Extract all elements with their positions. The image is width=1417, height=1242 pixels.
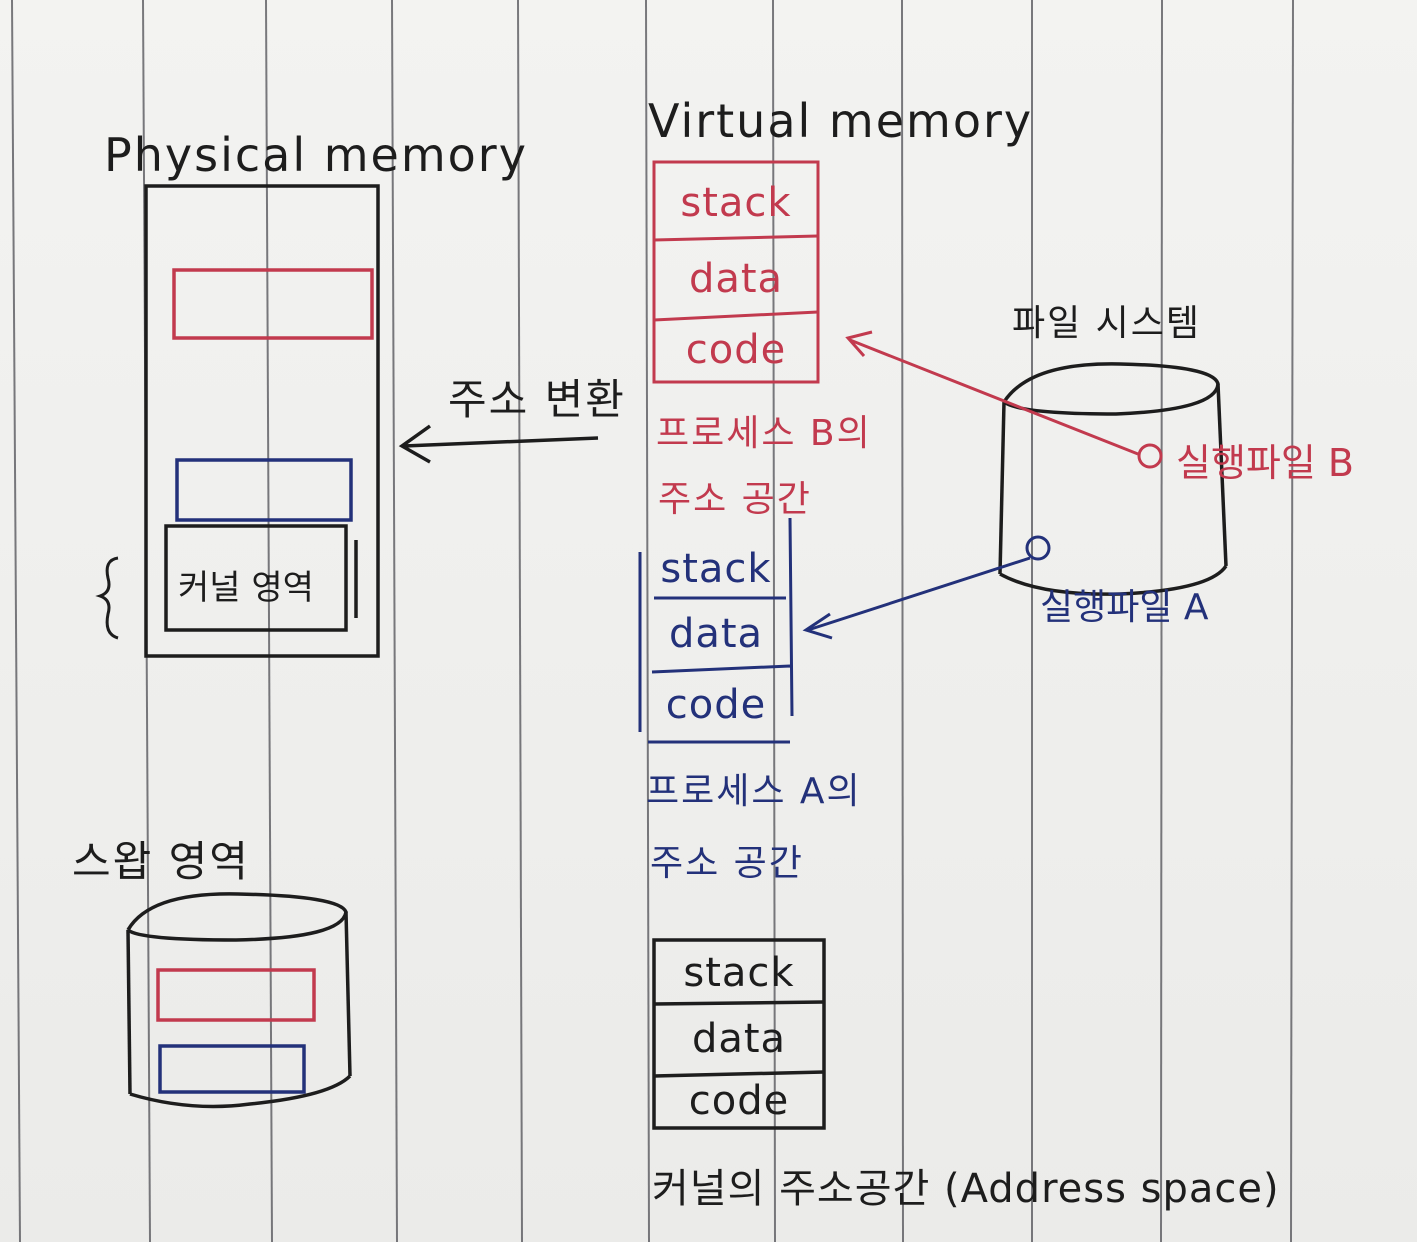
swap-cylinder-icon xyxy=(126,892,352,1109)
process-a-stack: stack xyxy=(660,546,772,592)
virtual-memory-title: Virtual memory xyxy=(648,94,1034,148)
executable-a-node xyxy=(1025,535,1051,561)
swap-title: 스왑 영역 xyxy=(72,837,250,886)
physical-memory-box xyxy=(144,184,380,658)
filesystem-title: 파일 시스템 xyxy=(1012,303,1202,344)
address-translation-label: 주소 변환 xyxy=(448,375,626,424)
kernel-address-space-caption: 커널의 주소공간 (Address space) xyxy=(652,1166,1280,1212)
rule-line xyxy=(1290,0,1294,1242)
ruled-lines xyxy=(11,0,1294,1242)
process-a-address-space: stack data code xyxy=(642,536,790,742)
physical-memory-title: Physical memory xyxy=(104,128,528,182)
process-a-caption-line2: 주소 공간 xyxy=(650,843,804,884)
kernel-stack: stack xyxy=(683,950,795,996)
process-b-code: code xyxy=(685,327,787,373)
process-a-data: data xyxy=(668,611,764,657)
rule-line xyxy=(772,0,776,1242)
kernel-address-space: stack data code xyxy=(654,940,824,1128)
translation-arrow xyxy=(403,436,599,448)
rule-line xyxy=(517,0,523,1242)
rule-line xyxy=(645,0,650,1242)
process-b-address-space: stack data code xyxy=(654,162,818,382)
executable-a-arrow xyxy=(807,556,1031,632)
kernel-region-box xyxy=(164,524,348,632)
process-b-stack: stack xyxy=(680,180,792,226)
kernel-space-box xyxy=(652,938,826,1130)
arrow-head-icon xyxy=(845,330,873,357)
rule-line xyxy=(11,0,21,1242)
rule-line xyxy=(1160,0,1163,1242)
process-b-caption-line1: 프로세스 B의 xyxy=(656,413,872,454)
rule-line xyxy=(901,0,904,1242)
kernel-code: code xyxy=(688,1078,790,1124)
rule-line xyxy=(265,0,273,1242)
swap-block-process-a xyxy=(158,1044,306,1094)
rule-line xyxy=(391,0,398,1242)
brace-icon xyxy=(95,556,119,640)
executable-b-node xyxy=(1137,443,1163,469)
swap-block-process-b xyxy=(156,968,316,1022)
filesystem-cylinder-icon xyxy=(998,362,1228,596)
process-a-code: code xyxy=(665,682,767,728)
executable-b-arrow xyxy=(849,338,1139,456)
physical-block-process-b xyxy=(172,268,374,340)
physical-block-process-a xyxy=(175,458,353,522)
executable-a-label: 실행파일 A xyxy=(1040,587,1209,628)
executable-b-label: 실행파일 B xyxy=(1176,441,1354,485)
process-b-caption-line2: 주소 공간 xyxy=(658,479,812,520)
arrow-head-icon xyxy=(802,612,833,640)
process-a-caption-line1: 프로세스 A의 xyxy=(646,771,862,812)
kernel-region-label: 커널 영역 xyxy=(178,568,314,608)
process-a-box xyxy=(638,517,794,744)
arrow-head-icon xyxy=(398,424,432,464)
kernel-data: data xyxy=(691,1016,787,1062)
process-b-data: data xyxy=(688,256,784,302)
process-b-box xyxy=(652,160,820,384)
